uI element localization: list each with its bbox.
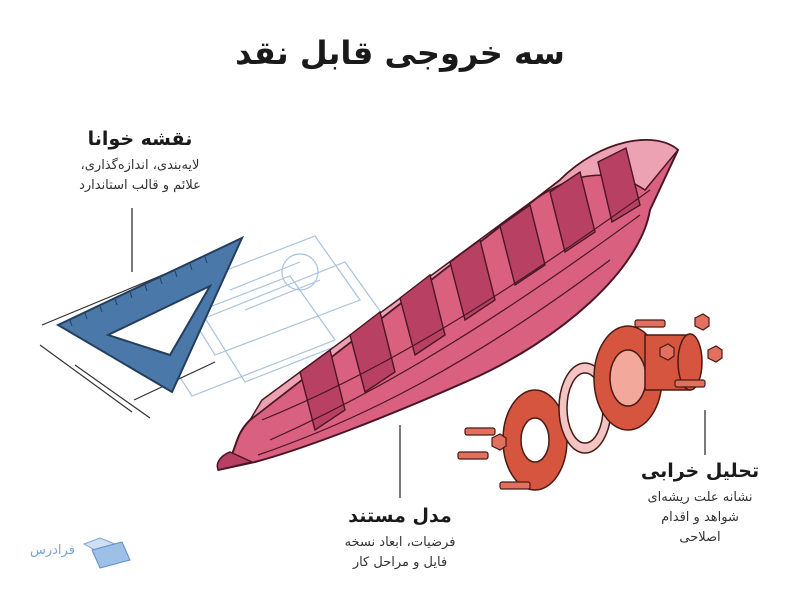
label-readable-plan-line-1: لایه‌بندی، اندازه‌گذاری، [80,158,200,173]
label-failure-analysis-line-1: نشانه علت ریشه‌ای [647,490,753,505]
label-documented-model-line-2: فایل و مراحل کار [352,555,448,570]
set-square [55,235,245,394]
label-documented-model: مدل مستند فرضیات، ابعاد نسخه فایل و مراح… [300,505,500,573]
leader-lines [131,208,706,498]
faradars-logo-icon [82,537,131,569]
page-title: سه خروجی قابل نقد [235,34,565,72]
ship-hull [216,139,680,471]
flange-assembly [502,325,703,491]
bolts-and-nuts [457,313,723,490]
label-readable-plan-line-2: علائم و قالب استاندارد [79,178,201,193]
label-documented-model-heading: مدل مستند [348,505,452,527]
label-readable-plan: نقشه خوانا لایه‌بندی، اندازه‌گذاری، علائ… [40,128,240,196]
label-readable-plan-heading: نقشه خوانا [87,128,193,150]
label-failure-analysis-heading: تحلیل خرابی [640,460,760,482]
logo-text: فرادرس [30,543,75,558]
label-documented-model-line-1: فرضیات، ابعاد نسخه [344,535,456,550]
label-failure-analysis-line-2: شواهد و اقدام [661,510,739,525]
label-failure-analysis-line-3: اصلاحی [679,530,721,545]
label-failure-analysis: تحلیل خرابی نشانه علت ریشه‌ای شواهد و اق… [610,460,790,548]
